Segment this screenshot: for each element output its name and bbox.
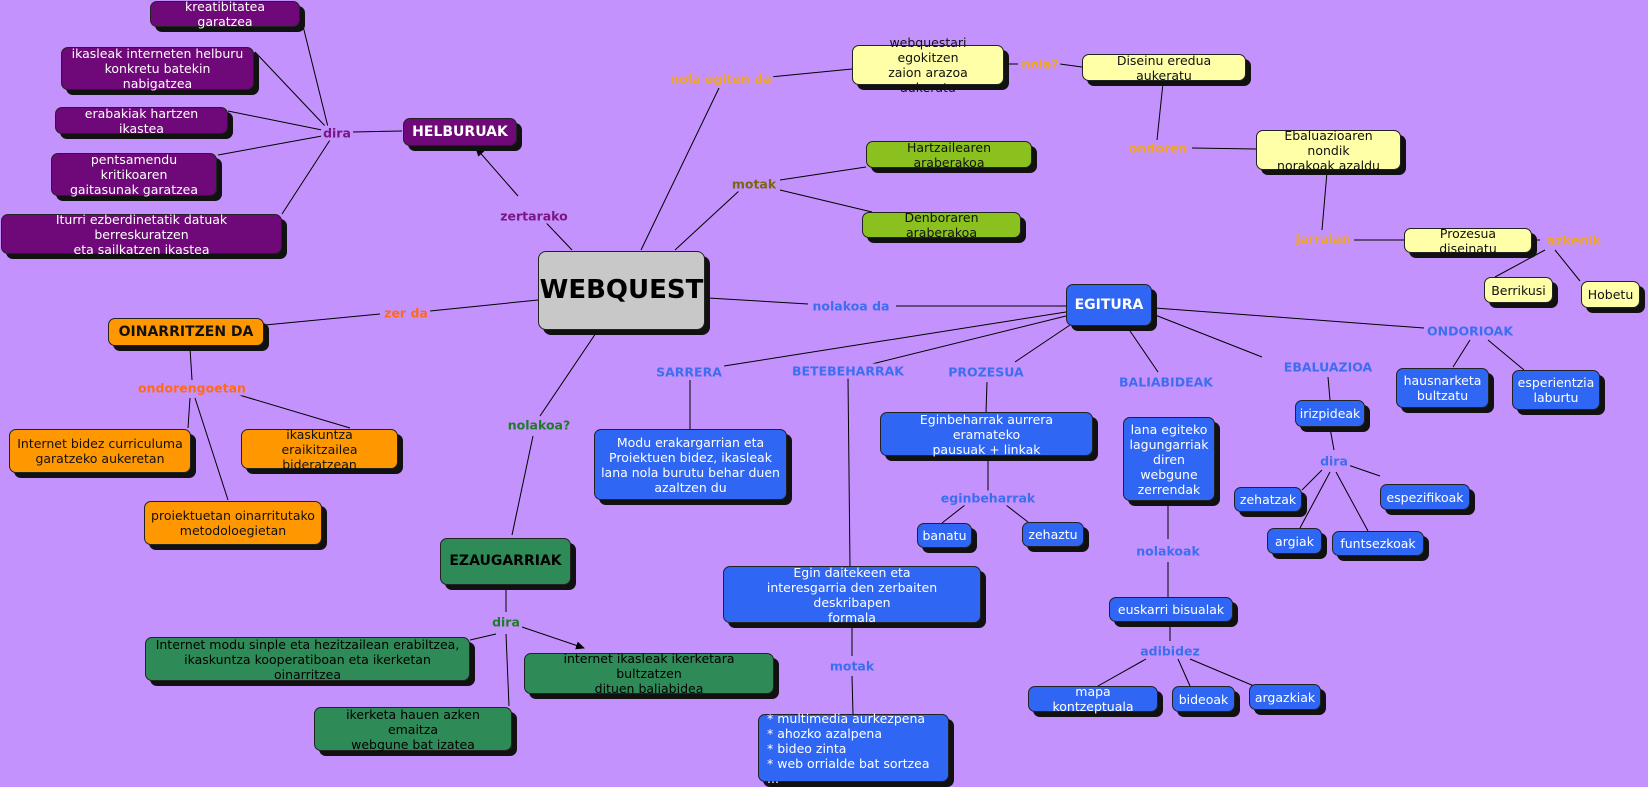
irizpide-funtsezkoak[interactable]: funtsezkoak: [1332, 531, 1424, 556]
link-nola: nola?: [1019, 56, 1061, 72]
label-sarrera: SARRERA: [654, 364, 724, 380]
link-jarraian: jarraian: [1293, 231, 1353, 247]
oinarritzen-item-proiektuetan[interactable]: proiektuetan oinarritutako metodoloegiet…: [144, 501, 322, 545]
helburu-item-iturri[interactable]: Iturri ezberdinetatik datuak berreskurat…: [1, 212, 282, 257]
mota-hartzailea[interactable]: Hartzailearen araberakoa: [866, 140, 1032, 170]
helburu-item-erabakiak[interactable]: erabakiak hartzen ikastea: [55, 106, 228, 136]
prozesua-zehaztu[interactable]: zehaztu: [1022, 522, 1084, 547]
link-dira-ebaluazioa: dira: [1318, 453, 1350, 469]
egitura-node[interactable]: EGITURA: [1066, 284, 1152, 326]
step-diseinu-eredua[interactable]: Diseinu eredua aukeratu: [1082, 53, 1246, 83]
label-betebeharrak: BETEBEHARRAK: [790, 363, 906, 379]
ezaugarri-item-baliabidea[interactable]: internet ikasleak ikerketara bultzatzen …: [524, 651, 774, 696]
mota-denbora[interactable]: Denboraren araberakoa: [862, 210, 1021, 240]
link-dira-helburuak: dira: [321, 125, 353, 141]
helburu-item-kreatibitatea[interactable]: kreatibitatea garatzea: [150, 0, 300, 29]
link-nolakoa: nolakoa?: [505, 417, 573, 433]
betebeharrak-description[interactable]: Egin daitekeen eta interesgarria den zer…: [723, 565, 981, 625]
helburuak-node[interactable]: HELBURUAK: [403, 118, 517, 146]
baliabideak-euskarri-bisualak[interactable]: euskarri bisualak: [1109, 597, 1233, 622]
label-prozesua: PROZESUA: [946, 364, 1026, 380]
oinarritzen-item-ikaskuntza[interactable]: ikaskuntza eraikitzailea bideratzean: [241, 427, 398, 472]
final-hobetu[interactable]: Hobetu: [1581, 281, 1640, 308]
ondorio-esperientzia[interactable]: esperientzia laburtu: [1512, 370, 1600, 410]
ezaugarri-item-internet-modu[interactable]: Internet modu sinple eta hezitzailean er…: [145, 637, 470, 682]
helburu-item-pentsamendu[interactable]: pentsamendu kritikoaren gaitasunak garat…: [51, 152, 217, 197]
link-adibidez: adibidez: [1138, 643, 1202, 659]
prozesua-banatu[interactable]: banatu: [917, 523, 972, 548]
ebaluazioa-irizpideak[interactable]: irizpideak: [1295, 400, 1365, 427]
label-ebaluazioa: EBALUAZIOA: [1281, 359, 1375, 375]
link-azkenik: azkenik: [1545, 232, 1603, 248]
link-zer-da: zer da: [382, 305, 430, 321]
oinarritzen-node[interactable]: OINARRITZEN DA: [108, 318, 264, 346]
betebeharrak-motak-list[interactable]: * multimedia aurkezpena * ahozko azalpen…: [758, 711, 949, 786]
final-berrikusi[interactable]: Berrikusi: [1484, 277, 1553, 303]
irizpide-argiak[interactable]: argiak: [1267, 528, 1322, 554]
link-ondorengoetan: ondorengoetan: [136, 380, 248, 396]
webquest-node[interactable]: WEBQUEST: [538, 251, 705, 330]
link-dira-ezaugarriak: dira: [490, 614, 522, 630]
step-prozesua-diseinatu[interactable]: Prozesua diseinatu: [1404, 226, 1532, 256]
label-ondorioak: ONDORIOAK: [1424, 323, 1516, 339]
label-baliabideak: BALIABIDEAK: [1117, 374, 1215, 390]
link-motak: motak: [729, 176, 779, 192]
prozesua-description[interactable]: Eginbeharrak aurrera eramateko pausuak +…: [880, 412, 1093, 457]
link-eginbeharrak: eginbeharrak: [938, 490, 1038, 506]
link-nolakoa-da: nolakoa da: [810, 298, 892, 314]
example-bideoak[interactable]: bideoak: [1172, 686, 1235, 712]
ondorio-hausnarketa[interactable]: hausnarketa bultzatu: [1396, 368, 1489, 408]
irizpide-zehatzak[interactable]: zehatzak: [1234, 487, 1302, 512]
oinarritzen-item-curriculuma[interactable]: Internet bidez curriculuma garatzeko auk…: [9, 429, 191, 473]
sarrera-description[interactable]: Modu erakargarrian eta Proiektuen bidez,…: [594, 429, 787, 500]
step-arazoa-aukeratu[interactable]: webquestari egokitzen zaion arazoa auker…: [852, 35, 1004, 95]
helburu-item-nabigatzea[interactable]: ikasleak interneten helburu konkretu bat…: [61, 46, 254, 91]
example-argazkiak[interactable]: argazkiak: [1249, 684, 1321, 710]
step-ebaluazioa-azaldu[interactable]: Ebaluazioaren nondik norakoak azaldu: [1256, 128, 1401, 173]
link-nolakoak: nolakoak: [1134, 543, 1202, 559]
link-nola-egiten-da: nola egiten da: [668, 71, 774, 87]
irizpide-espezifikoak[interactable]: espezifikoak: [1380, 484, 1470, 510]
link-ondoren: ondoren: [1126, 140, 1190, 156]
example-mapa-kontzeptuala[interactable]: mapa kontzeptuala: [1028, 684, 1158, 714]
ezaugarri-item-webgune[interactable]: ikerketa hauen azken emaitza webgune bat…: [314, 707, 512, 752]
link-motak-betebeharrak: motak: [827, 658, 877, 674]
baliabideak-description[interactable]: lana egiteko lagungarriak diren webgune …: [1123, 417, 1215, 501]
ezaugarriak-node[interactable]: EZAUGARRIAK: [440, 538, 571, 585]
link-zertarako: zertarako: [498, 208, 570, 224]
